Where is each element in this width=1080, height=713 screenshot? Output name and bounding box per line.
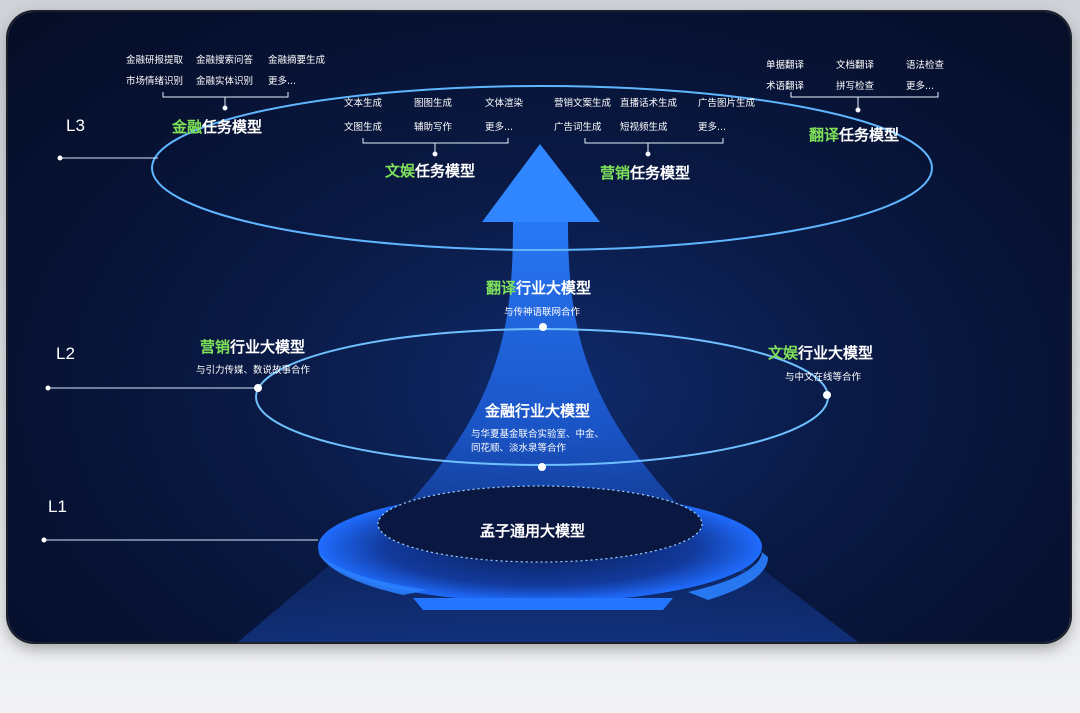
entertainment-industry-model-title: 文娱行业大模型 (768, 344, 874, 362)
l1-segment-bottom (413, 598, 673, 610)
level-l1-label: L1 (48, 497, 67, 516)
task-item: 更多... (268, 76, 297, 87)
task-item: 辅助写作 (414, 122, 453, 133)
level-l3-label: L3 (66, 116, 85, 135)
task-item: 金融摘要生成 (268, 55, 326, 66)
task-item: 广告词生成 (554, 122, 602, 133)
entertainment-task-model-title: 文娱任务模型 (385, 162, 476, 180)
task-item: 拼写检查 (836, 81, 875, 92)
task-item: 更多... (906, 81, 935, 92)
task-item: 广告图片生成 (698, 98, 756, 109)
task-item: 直播话术生成 (620, 98, 678, 109)
task-item: 更多... (698, 122, 727, 133)
task-item: 更多... (485, 122, 514, 133)
marketing-task-model-title: 营销任务模型 (600, 164, 691, 182)
level-l2-label: L2 (56, 344, 75, 363)
task-item: 营销文案生成 (554, 98, 612, 109)
task-item: 金融搜索问答 (196, 55, 254, 66)
marketing-partner-text: 与引力传媒、数说故事合作 (196, 365, 311, 376)
task-item: 市场情绪识别 (126, 76, 184, 87)
l3-ring (151, 85, 933, 251)
translation-task-model-title: 翻译任务模型 (809, 126, 900, 144)
finance-partner-text-line2: 同花顺、淡水泉等合作 (471, 443, 567, 454)
beam-funnel (338, 222, 748, 572)
diagram-graphics (41, 85, 939, 642)
task-item: 金融研报提取 (126, 55, 184, 66)
task-item: 文本生成 (344, 98, 383, 109)
task-item: 金融实体识别 (196, 76, 254, 87)
l1-inner-ring (377, 485, 703, 563)
display-screen: L3 L2 L1 金融研报提取 金融搜索问答 金融摘要生成 市场情绪识别 金融实… (8, 12, 1070, 642)
task-item: 语法检查 (906, 60, 945, 71)
finance-task-model-title: 金融任务模型 (172, 118, 263, 136)
node-marketing (254, 384, 262, 392)
node-entertainment (823, 391, 831, 399)
task-item: 术语翻译 (766, 81, 805, 92)
task-item: 单据翻译 (766, 60, 805, 71)
translation-industry-model-title: 翻译行业大模型 (486, 279, 592, 297)
task-item: 短视频生成 (620, 122, 668, 133)
task-item: 文图生成 (344, 122, 383, 133)
task-item: 图图生成 (414, 98, 453, 109)
arrow-head (482, 144, 600, 222)
node-translation (539, 323, 547, 331)
marketing-industry-model-title: 营销行业大模型 (200, 338, 306, 356)
translation-partner-text: 与传神语联网合作 (504, 307, 581, 318)
task-item: 文档翻译 (836, 60, 875, 71)
finance-industry-model-title: 金融行业大模型 (485, 402, 591, 420)
entertainment-partner-text: 与中文在线等合作 (785, 372, 862, 383)
task-item: 文体渲染 (485, 98, 524, 109)
mengzi-general-model-title: 孟子通用大模型 (480, 522, 586, 540)
node-finance (538, 463, 546, 471)
finance-partner-text-line1: 与华夏基金联合实验室、中金、 (471, 429, 605, 440)
